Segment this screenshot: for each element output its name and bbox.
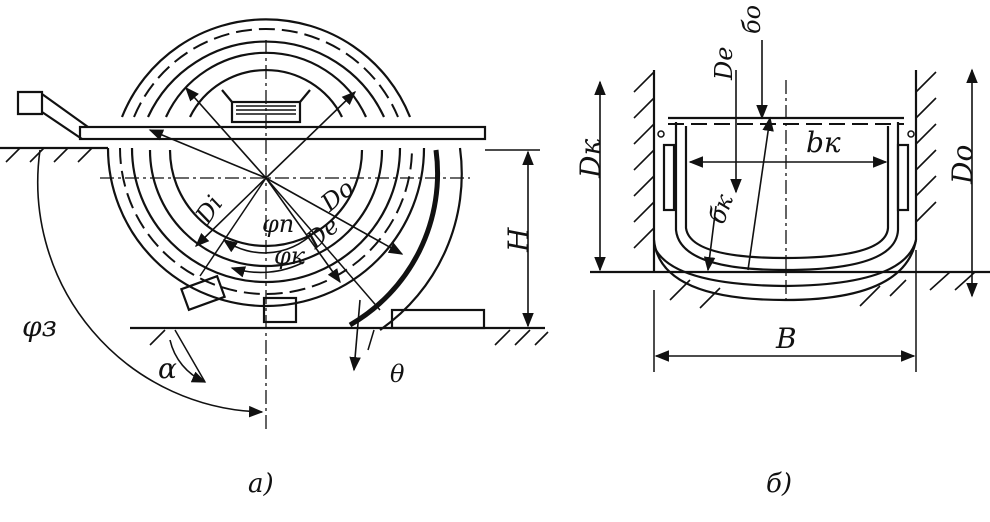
label-phi-z: φз: [22, 310, 57, 343]
roller-center: [262, 296, 298, 324]
floor-hatch: [669, 271, 976, 309]
figure-b: Dк De бо bк бк Do B б): [574, 5, 990, 499]
delta-k-dim: [703, 205, 717, 272]
figure-a: Di Do De φп φк φз α θ H а): [0, 18, 549, 499]
radius-lines: [148, 86, 404, 311]
label-alpha: α: [158, 352, 177, 385]
label-B: B: [775, 322, 797, 355]
phi-k-arc: [230, 261, 305, 278]
phi-p-arc: [222, 227, 319, 254]
label-phi-k: φк: [274, 242, 306, 270]
alpha-arc: [169, 339, 207, 383]
caption-a: а): [248, 469, 274, 499]
H-dimension: [485, 149, 540, 328]
caption-b: б): [766, 469, 792, 499]
wall-left: [633, 70, 656, 272]
label-phi-p: φп: [262, 210, 294, 238]
label-Do: Do: [315, 174, 360, 218]
floor-curve: [652, 239, 918, 302]
label-Dk: Dк: [574, 139, 607, 179]
charging-beam: [16, 89, 487, 141]
roller-left: [179, 274, 227, 312]
vessel: [652, 116, 918, 288]
label-theta: θ: [390, 360, 405, 388]
label-bk: bк: [806, 126, 841, 159]
phi-z-arc: [37, 149, 264, 418]
label-delta-k: бк: [703, 190, 739, 227]
label-delta-o: бо: [738, 5, 766, 34]
diag-dim: [747, 116, 774, 271]
label-Di: Di: [189, 190, 228, 229]
lower-rings: [106, 147, 463, 331]
label-H: H: [502, 227, 535, 253]
theta-arc: [349, 299, 361, 372]
base-support: [390, 308, 486, 330]
label-De-b: De: [710, 47, 738, 81]
wall-right: [914, 70, 937, 240]
label-Do-b: Do: [946, 145, 979, 185]
